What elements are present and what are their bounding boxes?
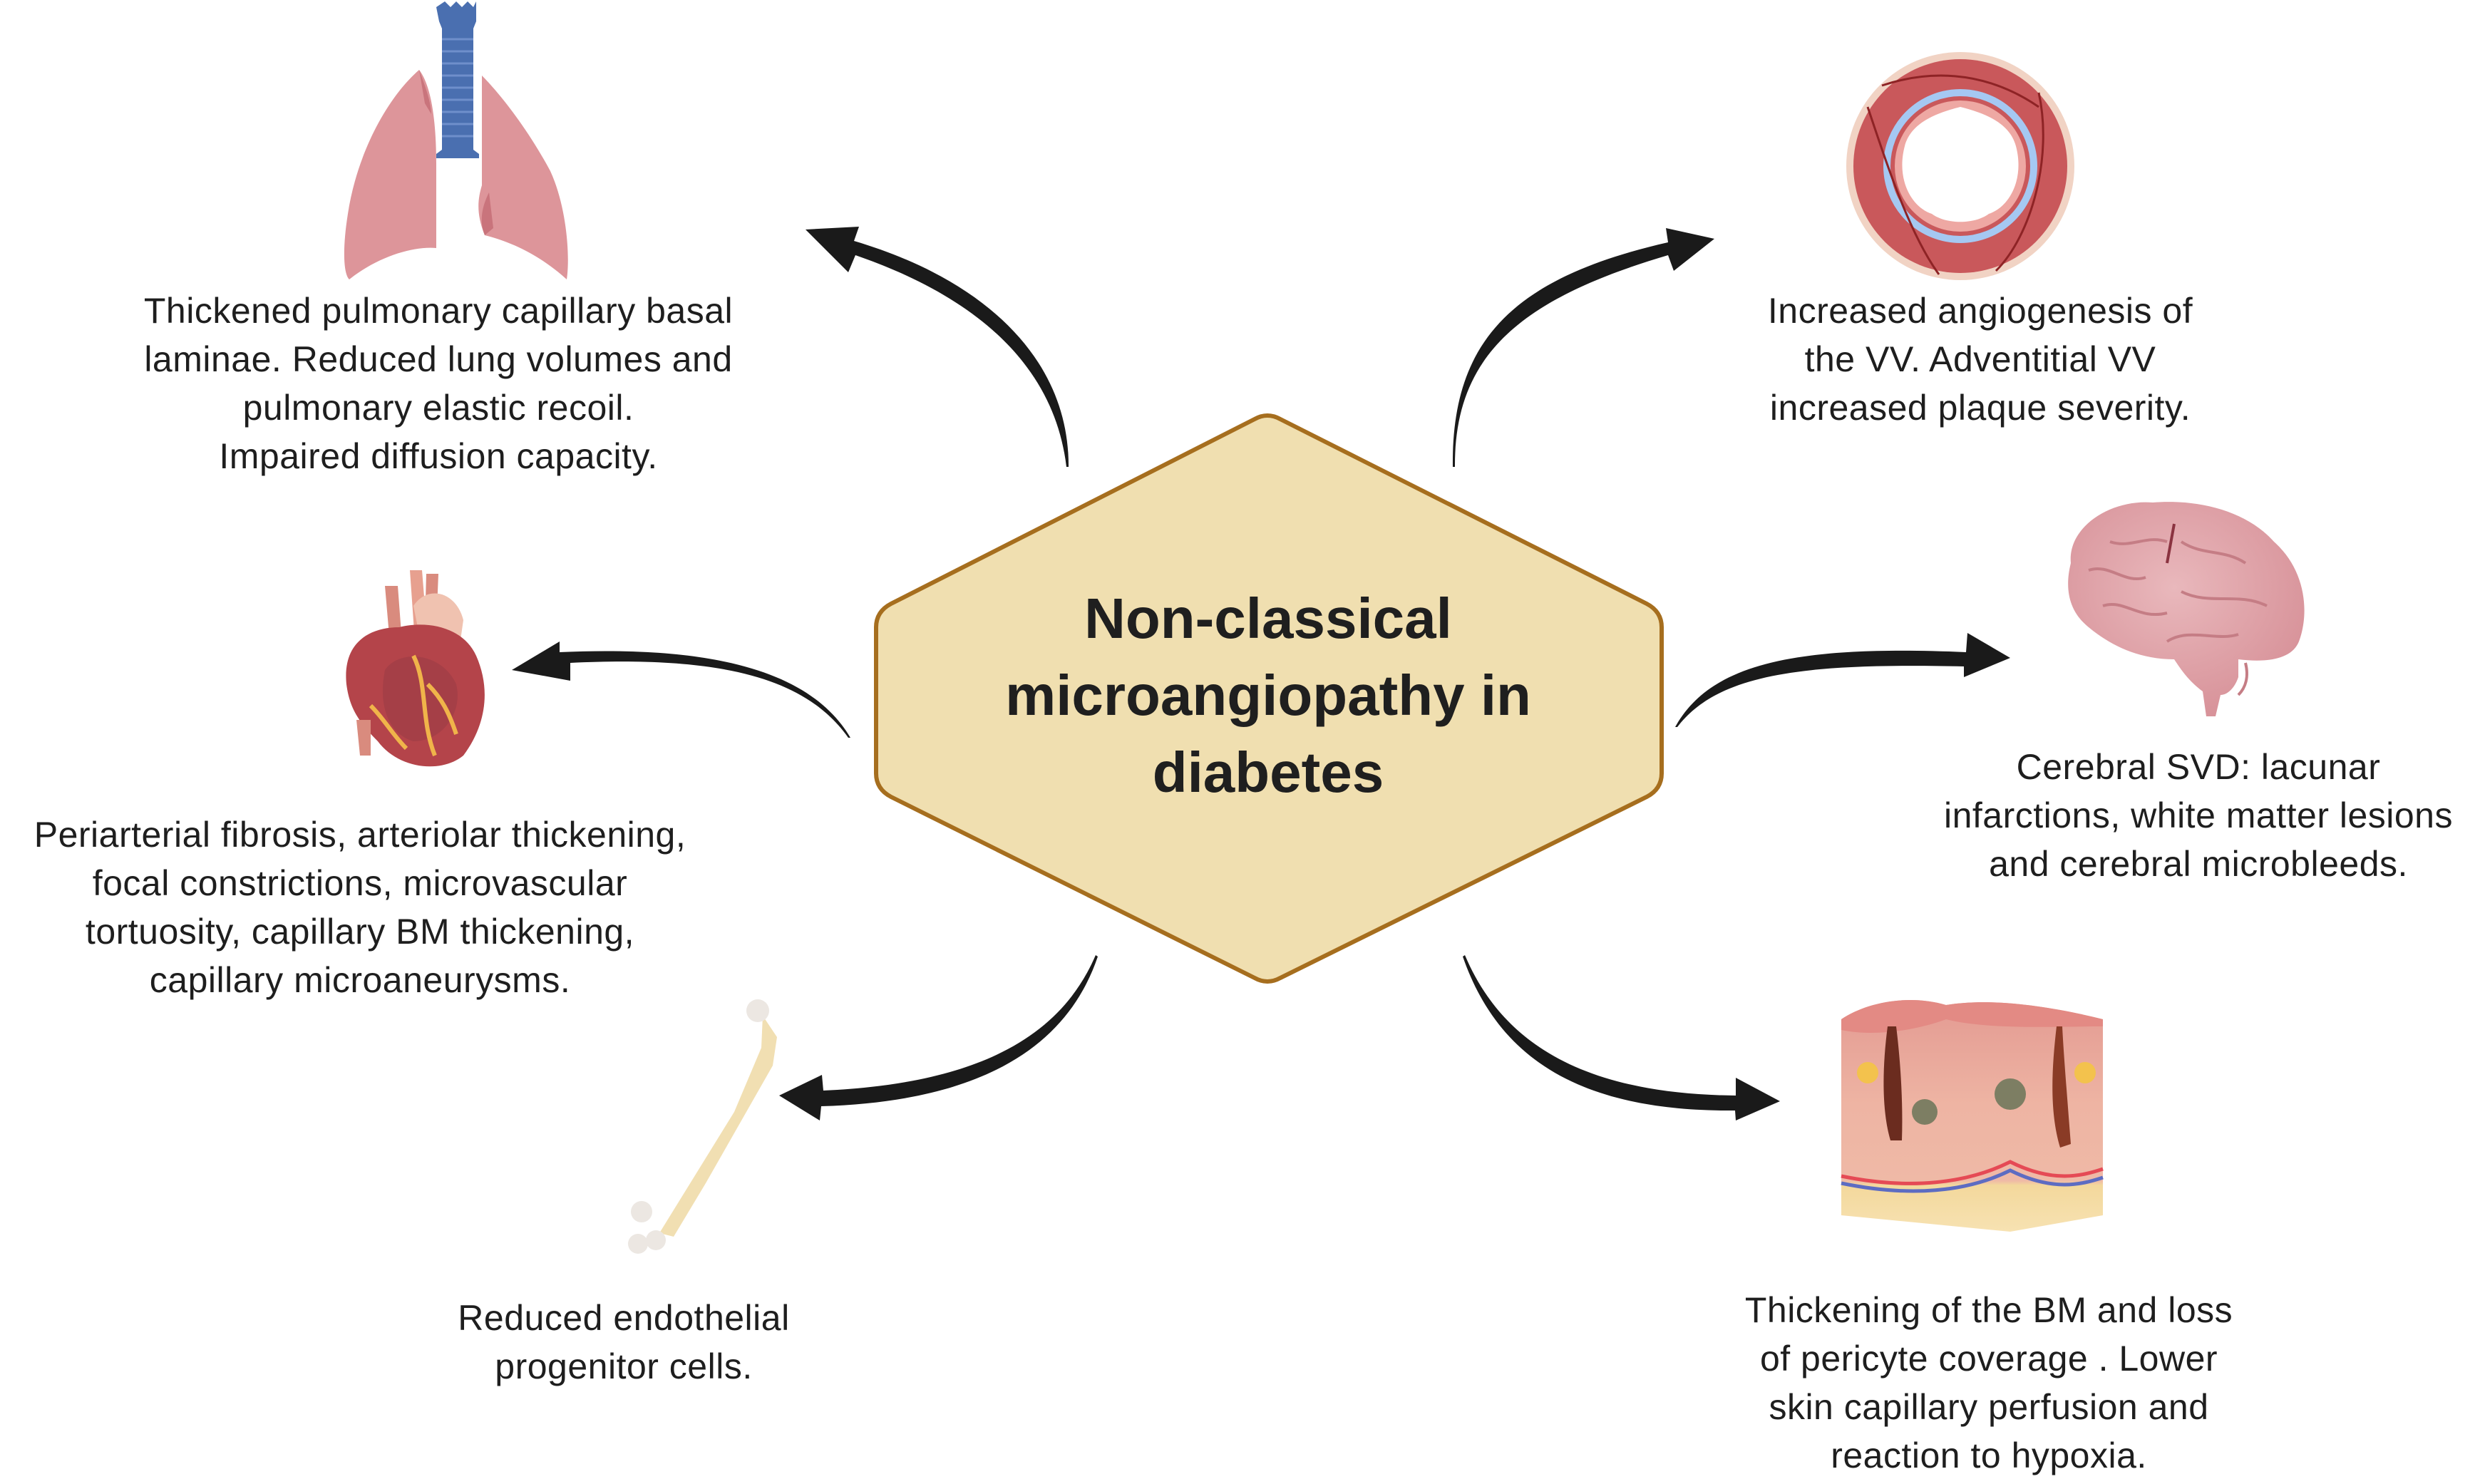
skin-icon — [1841, 999, 2104, 1232]
hexagon-shape — [874, 413, 1664, 984]
arrow-to-bone — [779, 955, 1098, 1120]
heart-caption: Periarterial fibrosis, arteriolar thicke… — [34, 815, 686, 1000]
central-hexagon — [874, 413, 1664, 984]
bone-caption: Reduced endothelial progenitor cells. — [458, 1298, 790, 1386]
lungs-caption: Thickened pulmonary capillary basal lami… — [143, 291, 734, 476]
arrows-group — [512, 227, 2010, 1120]
brain-icon — [2068, 502, 2305, 716]
arrow-to-brain — [1675, 633, 2010, 727]
arrow-to-lungs — [806, 227, 1069, 467]
vessel-caption: Increased angiogenesis of the VV. Advent… — [1767, 291, 2193, 428]
arrow-to-heart — [512, 641, 850, 738]
bone-icon — [628, 999, 777, 1254]
arrow-to-skin — [1463, 955, 1780, 1120]
lungs-icon — [344, 1, 568, 279]
heart-icon — [346, 570, 485, 767]
central-title: Non-classical microangiopathy in diabete… — [1005, 587, 1531, 804]
blood-vessel-icon — [1846, 52, 2074, 280]
brain-caption: Cerebral SVD: lacunar infarctions, white… — [1943, 747, 2453, 884]
skin-caption: Thickening of the BM and loss of pericyt… — [1744, 1290, 2233, 1475]
arrow-to-vessel — [1452, 228, 1714, 467]
